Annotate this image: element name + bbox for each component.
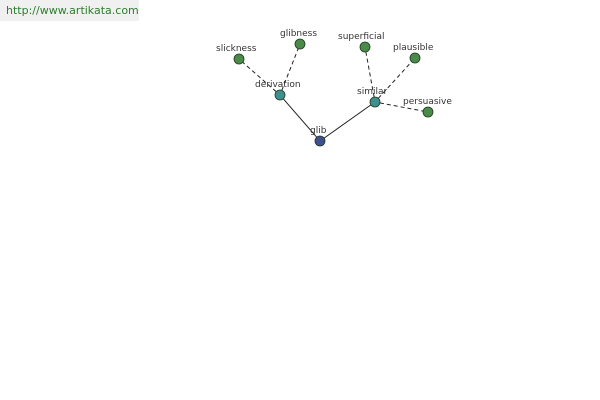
node-label-similar: similar: [357, 87, 387, 97]
node-label-slickness: slickness: [216, 44, 257, 54]
node-glibness[interactable]: glibness: [280, 29, 317, 50]
node-label-superficial: superficial: [338, 32, 384, 42]
node-similar[interactable]: similar: [357, 87, 387, 108]
edges-layer: [242, 48, 424, 139]
node-slickness[interactable]: slickness: [216, 44, 257, 65]
node-circle-glib[interactable]: [314, 135, 326, 147]
node-circle-superficial[interactable]: [359, 41, 371, 53]
node-circle-derivation[interactable]: [274, 89, 286, 101]
nodes-layer: glib derivation similar slickness glibness su…: [216, 29, 452, 147]
node-circle-glibness[interactable]: [294, 38, 306, 50]
node-label-plausible: plausible: [393, 43, 434, 53]
node-superficial[interactable]: superficial: [338, 32, 384, 53]
node-plausible[interactable]: plausible: [393, 43, 434, 64]
edge-derivation-glibness: [281, 48, 299, 91]
edge-similar-persuasive: [379, 102, 424, 112]
node-label-glib: glib: [310, 126, 327, 136]
node-label-glibness: glibness: [280, 29, 317, 39]
edge-glib-similar: [323, 104, 372, 139]
node-persuasive[interactable]: persuasive: [403, 97, 452, 118]
node-circle-similar[interactable]: [369, 96, 381, 108]
source-url-link[interactable]: http://www.artikata.com: [0, 0, 139, 21]
node-derivation[interactable]: derivation: [255, 80, 301, 101]
node-label-derivation: derivation: [255, 80, 301, 90]
edge-derivation-slickness: [242, 61, 277, 93]
node-label-persuasive: persuasive: [403, 97, 452, 107]
node-circle-persuasive[interactable]: [422, 106, 434, 118]
edge-similar-plausible: [377, 61, 413, 99]
node-glib[interactable]: glib: [310, 126, 327, 147]
edge-similar-superficial: [365, 51, 375, 98]
node-circle-slickness[interactable]: [233, 53, 245, 65]
node-circle-plausible[interactable]: [409, 52, 421, 64]
edge-glib-derivation: [282, 98, 318, 138]
